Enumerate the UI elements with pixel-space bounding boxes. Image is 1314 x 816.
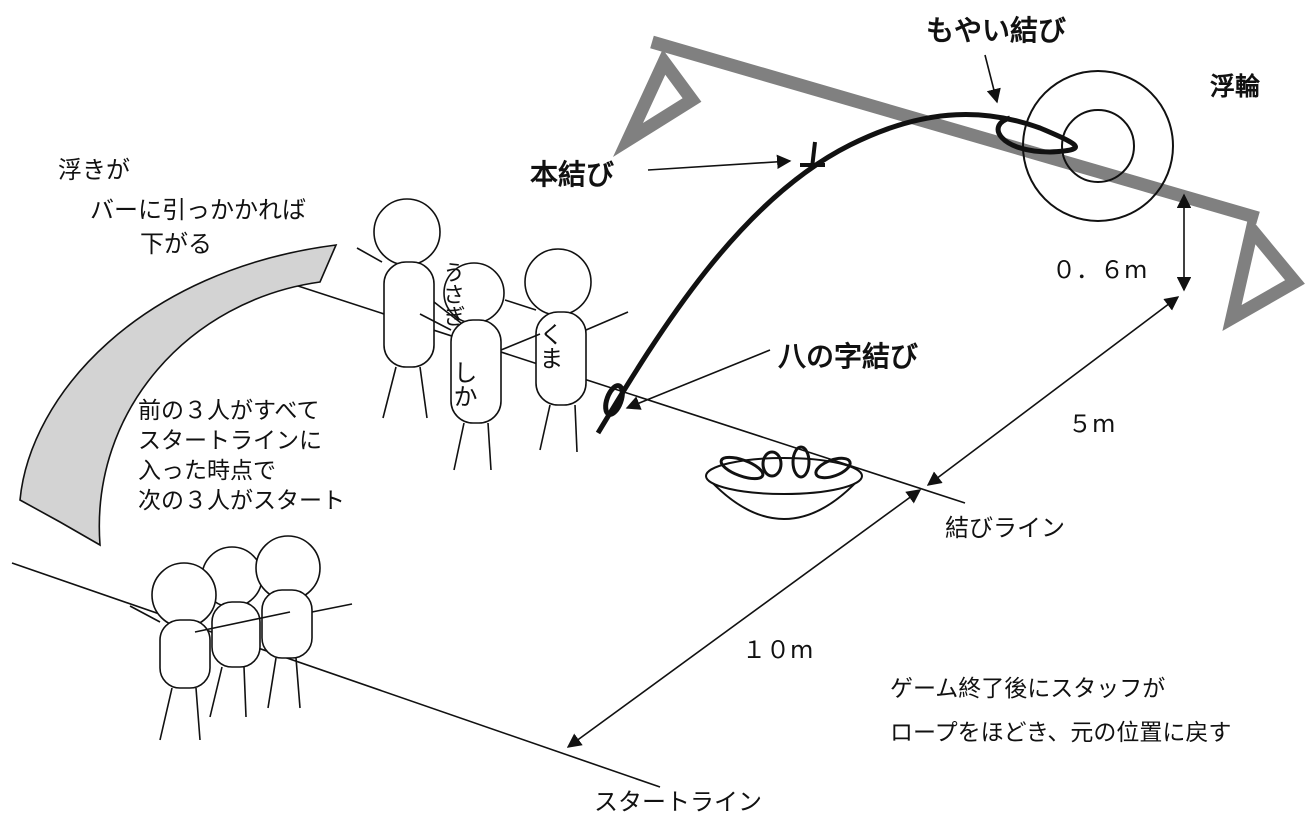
shika-name: しか (449, 360, 477, 408)
ukiwa-label: 浮輪 (1210, 72, 1261, 101)
hon-label: 本結び (530, 158, 614, 191)
svg-text:バーに引っかかれば: バーに引っかかれば (90, 196, 306, 224)
dim-10m-label: １０m (742, 636, 813, 664)
hachi-pointer (625, 349, 771, 410)
note-float: 浮きが バーに引っかかれば 下がる (58, 156, 306, 258)
musubi-line-label: 結びライン (945, 514, 1065, 542)
svg-text:入った時点で: 入った時点で (138, 458, 276, 484)
runner-shika (419, 262, 541, 471)
hachi-label: 八の字結び (778, 340, 918, 373)
dim-10m-arrow (566, 489, 922, 748)
svg-text:下がる: 下がる (140, 230, 212, 258)
bowl (705, 445, 863, 520)
runner-kuma (504, 248, 629, 453)
curved-arrow (19, 244, 338, 547)
bar-structure (612, 35, 1305, 331)
svg-text:スタートラインに: スタートラインに (138, 428, 322, 454)
note-start: 前の３人がすべて スタートラインに 入った時点で 次の３人がスタート (138, 398, 345, 514)
runner-group-start (129, 535, 353, 741)
note-staff: ゲーム終了後にスタッフが ロープをほどき、元の位置に戻す (890, 676, 1231, 746)
rope (595, 112, 1078, 435)
start-line (11, 562, 661, 788)
hon-pointer (647, 154, 792, 171)
svg-text:浮きが: 浮きが (58, 156, 130, 184)
svg-text:ゲーム終了後にスタッフが: ゲーム終了後にスタッフが (890, 676, 1165, 702)
dim-5m-arrow (926, 296, 1180, 486)
kuma-name: くま (535, 322, 563, 370)
svg-text:次の３人がスタート: 次の３人がスタート (138, 488, 345, 514)
dim-5m-label: ５m (1068, 410, 1115, 438)
moyai-label: もやい結び (926, 14, 1066, 47)
moyai-pointer (984, 54, 1001, 104)
start-line-label: スタートライン (594, 788, 762, 816)
float-ring (1022, 70, 1174, 222)
runner-usagi (356, 198, 471, 419)
svg-text:ロープをほどき、元の位置に戻す: ロープをほどき、元の位置に戻す (890, 720, 1231, 746)
svg-text:前の３人がすべて: 前の３人がすべて (138, 398, 319, 424)
dim-06-label: ０．６m (1052, 256, 1147, 284)
